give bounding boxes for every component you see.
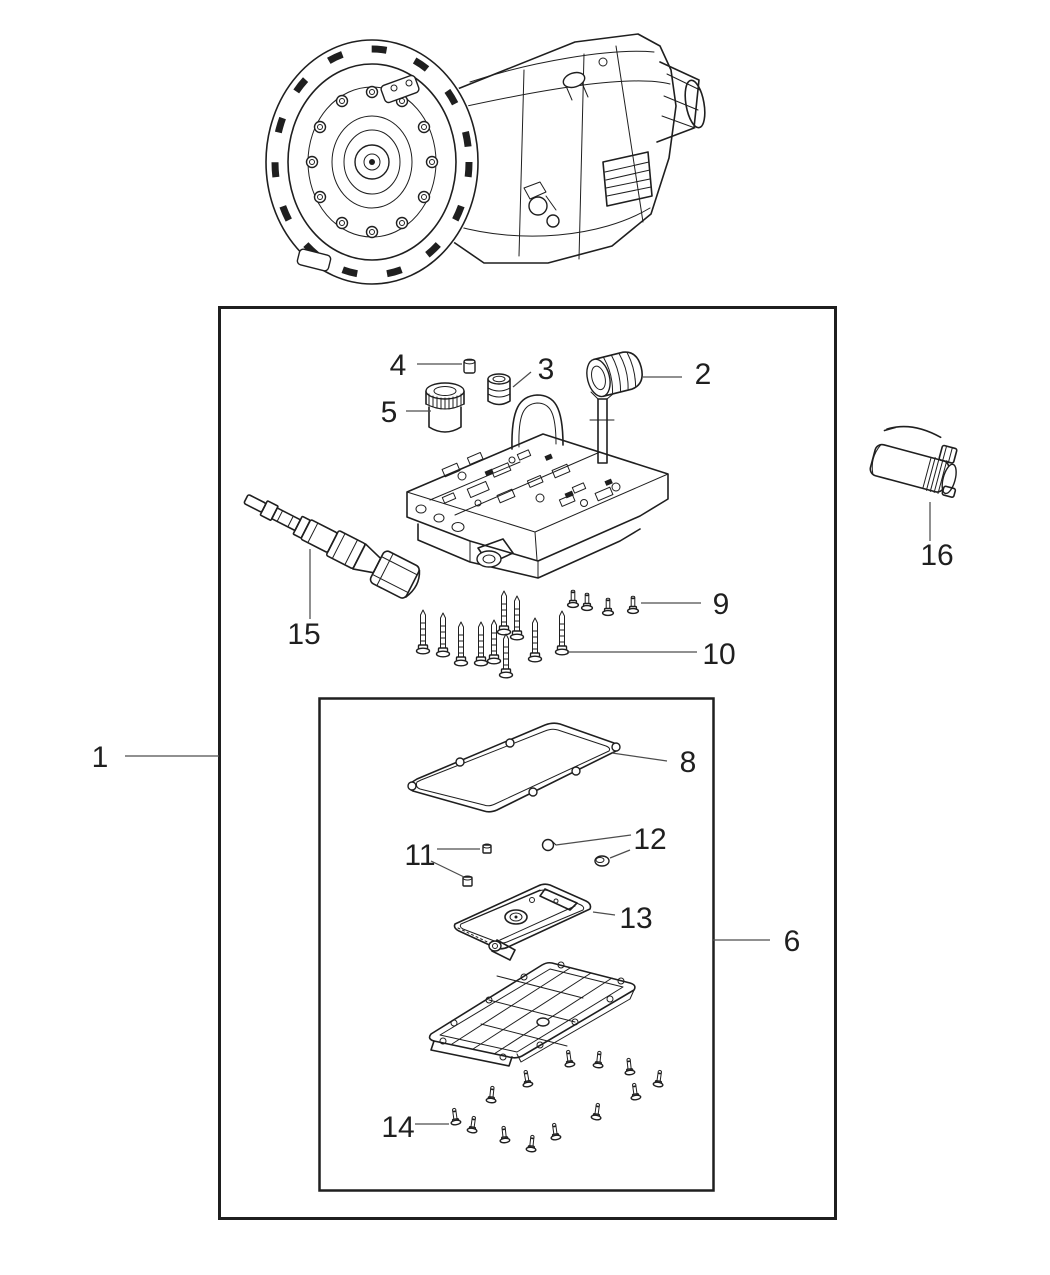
pan-screws <box>448 1049 666 1153</box>
parts-group-box-1 <box>218 306 837 1220</box>
callout-labels: 1 2 3 4 5 6 8 9 10 11 12 13 14 15 16 <box>92 349 954 1144</box>
callout-leader-lines <box>125 363 931 1125</box>
callout-13: 13 <box>619 902 652 935</box>
flexplate-bolt-circle <box>305 85 439 239</box>
solenoid-16-illustration <box>869 425 958 499</box>
parts-group-box-6 <box>318 697 715 1192</box>
callout-16: 16 <box>920 539 953 572</box>
transmission-assembly-illustration <box>264 33 706 286</box>
plug-11b-illustration <box>462 875 473 887</box>
oil-filter-illustration <box>453 883 592 961</box>
callout-12: 12 <box>633 823 666 856</box>
callout-9: 9 <box>713 588 730 621</box>
callout-11: 11 <box>404 839 435 872</box>
callout-14: 14 <box>381 1111 414 1144</box>
part-3-plug-illustration <box>487 373 511 406</box>
valve-body-illustration <box>406 391 669 579</box>
cap-12a-illustration <box>541 838 557 852</box>
callout-4: 4 <box>390 349 407 382</box>
valve-body-bolts <box>415 590 570 679</box>
callout-1: 1 <box>92 741 109 774</box>
speed-sensor-illustration <box>243 494 421 599</box>
callout-5: 5 <box>381 396 398 429</box>
part-4-pin-illustration <box>463 358 476 374</box>
part-5-solenoid-illustration <box>425 382 465 433</box>
part-2-plug-illustration <box>586 351 643 398</box>
valve-body-detail <box>429 449 621 516</box>
oil-pan-illustration <box>428 961 636 1067</box>
callout-8: 8 <box>680 746 697 779</box>
callout-3: 3 <box>538 353 555 386</box>
callout-6: 6 <box>784 925 801 958</box>
callout-15: 15 <box>287 618 320 651</box>
valve-body-screws <box>566 589 640 617</box>
plug-11a-illustration <box>482 843 492 854</box>
callout-10: 10 <box>702 638 735 671</box>
cap-12b-illustration <box>594 855 610 867</box>
callout-2: 2 <box>695 358 712 391</box>
pan-gasket-illustration <box>407 722 621 813</box>
